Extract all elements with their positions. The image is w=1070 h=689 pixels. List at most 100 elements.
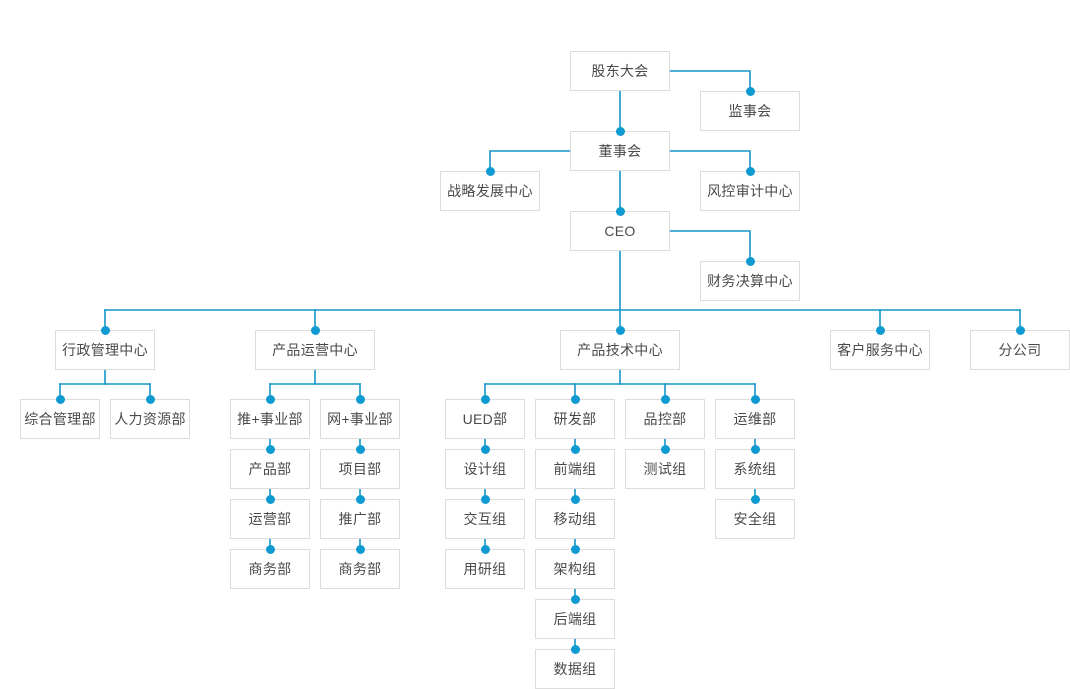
connector-dot-architecture-group xyxy=(570,544,580,554)
connector-dot-business-dept-2 xyxy=(355,544,365,554)
org-node-wang-bu[interactable]: 网+事业部 xyxy=(320,399,400,439)
org-node-label: 网+事业部 xyxy=(327,411,393,427)
org-node-rd-dept[interactable]: 研发部 xyxy=(535,399,615,439)
org-node-label: 品控部 xyxy=(643,411,687,427)
org-node-label: 股东大会 xyxy=(591,63,649,79)
connector-dot-product-tech-center xyxy=(615,325,625,335)
connector-dot-data-group xyxy=(570,644,580,654)
org-node-label: 产品部 xyxy=(248,461,292,477)
connector-dot-ops-dept xyxy=(750,394,760,404)
org-node-research-group[interactable]: 用研组 xyxy=(445,549,525,589)
org-node-design-group[interactable]: 设计组 xyxy=(445,449,525,489)
org-node-system-group[interactable]: 系统组 xyxy=(715,449,795,489)
org-node-label: 风控审计中心 xyxy=(707,183,793,199)
org-node-security-group[interactable]: 安全组 xyxy=(715,499,795,539)
org-node-customer-service-center[interactable]: 客户服务中心 xyxy=(830,330,930,370)
connector-dot-research-group xyxy=(480,544,490,554)
org-node-label: 数据组 xyxy=(553,661,597,677)
org-node-label: 运维部 xyxy=(733,411,777,427)
org-node-supervisory[interactable]: 监事会 xyxy=(700,91,800,131)
org-node-backend-group[interactable]: 后端组 xyxy=(535,599,615,639)
org-node-label: 运营部 xyxy=(248,511,292,527)
org-node-label: 研发部 xyxy=(553,411,597,427)
connector-dot-riskaudit xyxy=(745,166,755,176)
connector-dot-test-group xyxy=(660,444,670,454)
org-node-branch[interactable]: 分公司 xyxy=(970,330,1070,370)
org-node-label: 推+事业部 xyxy=(237,411,303,427)
connector-dot-supervisory xyxy=(745,86,755,96)
org-node-label: 董事会 xyxy=(598,143,642,159)
org-node-data-group[interactable]: 数据组 xyxy=(535,649,615,689)
connector-dot-product-op-center xyxy=(310,325,320,335)
connector-dot-strategy xyxy=(485,166,495,176)
org-node-label: 战略发展中心 xyxy=(447,183,533,199)
org-node-interaction-group[interactable]: 交互组 xyxy=(445,499,525,539)
org-node-label: 分公司 xyxy=(998,342,1042,358)
org-node-riskaudit[interactable]: 风控审计中心 xyxy=(700,171,800,211)
org-node-label: 移动组 xyxy=(553,511,597,527)
connector-dot-mobile-group xyxy=(570,494,580,504)
org-node-ops-dept[interactable]: 运维部 xyxy=(715,399,795,439)
org-node-hr[interactable]: 人力资源部 xyxy=(110,399,190,439)
connector-dot-operation-dept xyxy=(265,494,275,504)
connector-dot-project-dept xyxy=(355,444,365,454)
org-node-tui-bu[interactable]: 推+事业部 xyxy=(230,399,310,439)
org-node-label: 行政管理中心 xyxy=(62,342,148,358)
org-node-label: 交互组 xyxy=(463,511,507,527)
connector-dot-promotion-dept xyxy=(355,494,365,504)
org-node-business-dept-1[interactable]: 商务部 xyxy=(230,549,310,589)
connector-dot-qa-dept xyxy=(660,394,670,404)
org-node-test-group[interactable]: 测试组 xyxy=(625,449,705,489)
org-node-general-admin[interactable]: 综合管理部 xyxy=(20,399,100,439)
org-node-finance[interactable]: 财务决算中心 xyxy=(700,261,800,301)
org-node-admin-center[interactable]: 行政管理中心 xyxy=(55,330,155,370)
connector-dot-security-group xyxy=(750,494,760,504)
connector-dot-design-group xyxy=(480,444,490,454)
org-node-project-dept[interactable]: 项目部 xyxy=(320,449,400,489)
org-node-label: 测试组 xyxy=(643,461,687,477)
connector-dot-tui-bu xyxy=(265,394,275,404)
org-node-operation-dept[interactable]: 运营部 xyxy=(230,499,310,539)
org-node-product-op-center[interactable]: 产品运营中心 xyxy=(255,330,375,370)
connector-dot-customer-service-center xyxy=(875,325,885,335)
org-node-label: 商务部 xyxy=(248,561,292,577)
org-node-label: 后端组 xyxy=(553,611,597,627)
org-node-architecture-group[interactable]: 架构组 xyxy=(535,549,615,589)
org-node-label: 系统组 xyxy=(733,461,777,477)
org-node-label: 监事会 xyxy=(728,103,772,119)
org-node-product-dept[interactable]: 产品部 xyxy=(230,449,310,489)
org-node-label: 推广部 xyxy=(338,511,382,527)
connector-dot-interaction-group xyxy=(480,494,490,504)
connector-dot-branch xyxy=(1015,325,1025,335)
org-node-label: 用研组 xyxy=(463,561,507,577)
connector-dot-hr xyxy=(145,394,155,404)
org-node-ceo[interactable]: CEO xyxy=(570,211,670,251)
connector-dot-frontend-group xyxy=(570,444,580,454)
org-node-label: 架构组 xyxy=(553,561,597,577)
org-node-label: 客户服务中心 xyxy=(837,342,923,358)
org-node-label: 设计组 xyxy=(463,461,507,477)
org-node-qa-dept[interactable]: 品控部 xyxy=(625,399,705,439)
connector-dot-ued-dept xyxy=(480,394,490,404)
org-node-promotion-dept[interactable]: 推广部 xyxy=(320,499,400,539)
org-node-product-tech-center[interactable]: 产品技术中心 xyxy=(560,330,680,370)
org-node-strategy[interactable]: 战略发展中心 xyxy=(440,171,540,211)
org-node-frontend-group[interactable]: 前端组 xyxy=(535,449,615,489)
org-node-label: 产品技术中心 xyxy=(577,342,663,358)
org-node-mobile-group[interactable]: 移动组 xyxy=(535,499,615,539)
org-node-business-dept-2[interactable]: 商务部 xyxy=(320,549,400,589)
org-node-label: 产品运营中心 xyxy=(272,342,358,358)
connector-dot-product-dept xyxy=(265,444,275,454)
connector-dot-general-admin xyxy=(55,394,65,404)
org-node-label: 项目部 xyxy=(338,461,382,477)
org-node-label: UED部 xyxy=(462,411,508,427)
org-node-board[interactable]: 董事会 xyxy=(570,131,670,171)
org-node-label: CEO xyxy=(604,223,636,239)
org-node-ued-dept[interactable]: UED部 xyxy=(445,399,525,439)
connector-dot-backend-group xyxy=(570,594,580,604)
org-node-label: 商务部 xyxy=(338,561,382,577)
org-node-shareholders[interactable]: 股东大会 xyxy=(570,51,670,91)
connector-dot-rd-dept xyxy=(570,394,580,404)
